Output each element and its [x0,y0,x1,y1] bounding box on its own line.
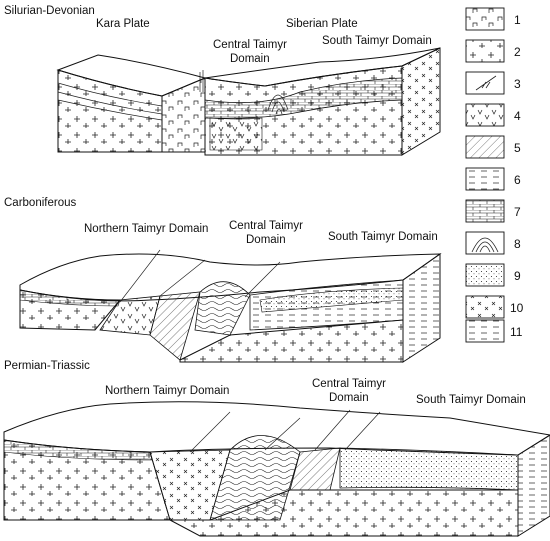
perm-side [517,434,550,537]
legend-number: 6 [514,173,521,187]
legend-item-1: 1 [465,7,521,31]
carb-fault-lines [119,249,281,303]
legend-item-5: 5 [465,135,521,159]
legend-number: 5 [514,141,521,155]
label-central-taimyr-line2: Domain [230,53,270,65]
siberian-volcanics [209,117,263,151]
legend-number: 11 [510,325,523,339]
legend-item-2: 2 [465,39,521,63]
label-central-taimyr-line1: Central Taimyr [229,220,303,232]
label-south-taimyr: South Taimyr Domain [328,231,438,243]
label-kara-plate: Kara Plate [96,18,150,30]
panel-title: Carboniferous [4,197,76,209]
label-central-taimyr-line2: Domain [329,392,369,404]
legend-item-6: 6 [465,167,521,191]
panel-title: Permian-Triassic [4,360,90,372]
label-northern-taimyr: Northern Taimyr Domain [105,385,229,397]
siberian-side [401,47,441,156]
panel-silurian-devonian: Silurian-Devonian Kara Plate Siberian Pl… [4,5,441,156]
panel-carboniferous: Carboniferous Northern Taimyr Domain Cen… [4,197,442,363]
legend-item-3: 3 [465,71,521,95]
legend-number: 2 [514,45,521,59]
panel-permian-triassic: Permian-Triassic Northern Taimyr Domain … [3,360,550,537]
kara-sediment-layers [57,82,163,121]
fold-icon [471,237,499,253]
label-central-taimyr-line1: Central Taimyr [312,378,386,390]
siberian-fold [267,94,289,115]
label-siberian-plate: Siberian Plate [286,18,358,30]
legend: 1 2 3 4 5 6 7 [465,7,524,343]
legend-item-4: 4 [465,103,521,127]
label-northern-taimyr: Northern Taimyr Domain [84,223,208,235]
label-central-taimyr-line1: Central Taimyr [213,39,287,51]
dike-arrow-icon [475,75,497,91]
label-south-taimyr: South Taimyr Domain [416,394,526,406]
gabbro-block [161,77,206,153]
legend-item-9: 9 [465,263,521,287]
perm-fault-lines [189,409,381,453]
carb-side [402,253,441,363]
perm-south-sandstone [339,447,519,491]
legend-number: 10 [510,301,524,315]
label-south-taimyr: South Taimyr Domain [322,35,432,47]
legend-item-10: 10 [465,295,524,319]
legend-number: 8 [514,237,521,251]
legend-item-11: 11 [465,319,523,343]
label-central-taimyr-line2: Domain [246,234,286,246]
legend-number: 7 [514,205,521,219]
fault-arrows [199,70,204,92]
carb-central-fold [194,281,251,336]
panel-title: Silurian-Devonian [4,5,95,17]
legend-item-8: 8 [465,231,521,255]
legend-number: 4 [514,109,521,123]
legend-number: 3 [514,77,521,91]
legend-number: 9 [514,269,521,283]
legend-number: 1 [514,13,521,27]
legend-item-7: 7 [465,199,521,223]
